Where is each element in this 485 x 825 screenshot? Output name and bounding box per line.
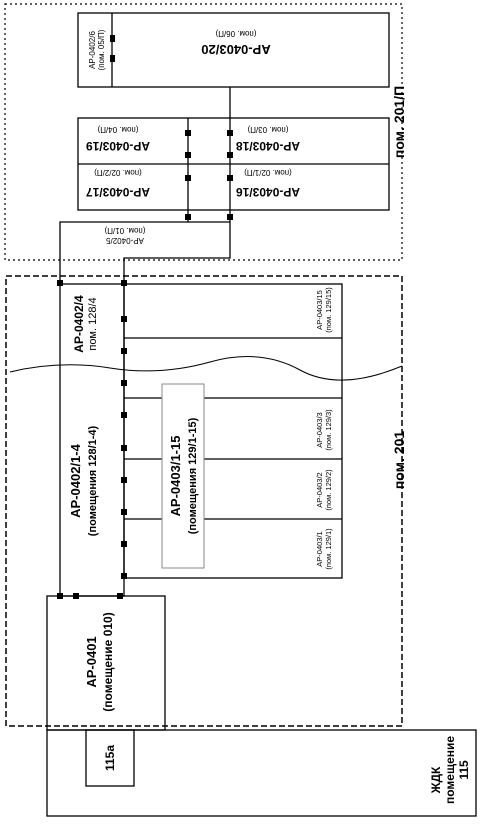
box-ap0403-1-15-label (161, 383, 205, 569)
zhdk-line3: 115 (457, 760, 471, 780)
ap0402-1-4-title: АР-0402/1-4 (68, 443, 83, 517)
zone-201-outline (5, 275, 403, 727)
ap0402-1-4-room: (помещения 128/1-4) (87, 425, 99, 536)
connector-markers (57, 35, 233, 599)
zone-201p-outline (4, 3, 403, 261)
ap0403-18-title: АР-0403/18 (236, 139, 300, 153)
ap0403-16-room: (пом. 02/1/П) (244, 168, 292, 177)
ap0403-15-title: АР-0403/15 (315, 290, 324, 330)
ap0401-title: АР-0401 (84, 636, 99, 687)
ap0403-18-room: (пом. 03/П) (247, 125, 288, 134)
ap0403-1-15-room: (помещения 129/1-15) (187, 417, 199, 534)
ap0402-5-room: (пом. 01/П) (104, 226, 145, 235)
ap0403-2-room: (пом. 129/2) (324, 469, 333, 511)
zhdk-line1: ЖДК (429, 766, 443, 794)
box-ap0403-panels (123, 283, 343, 579)
ap0403-1-room: (пом. 129/1) (324, 528, 333, 570)
break-line (9, 356, 403, 381)
zone-201-label: пом. 201 (391, 431, 407, 490)
ap0402-4-title: АР-0402/4 (72, 295, 86, 353)
box-115a (85, 729, 135, 787)
ap0403-1-15-title: АР-0403/1-15 (168, 436, 183, 517)
ap0403-3-title: АР-0403/3 (315, 412, 324, 447)
ap0403-15-room: (пом. 129/15) (324, 287, 333, 333)
box-ap0403-20 (77, 12, 390, 88)
zone-201p-label: пом. 201/П (391, 86, 407, 158)
ap0401-room: (помещение 010) (101, 612, 115, 711)
box-zhdk-115 (46, 729, 477, 817)
ap0403-19-room: (пом. 04/П) (97, 125, 138, 134)
ap0403-17-room: (пом. 02/2/П) (94, 168, 142, 177)
ap0403-2-title: АР-0403/2 (315, 472, 324, 507)
zhdk-line2: помещение (443, 736, 457, 804)
ap0403-20-room: (пом. 06/П) (215, 29, 256, 38)
ap0403-17-title: АР-0403/17 (86, 185, 150, 199)
ap0403-20-title: АР-0403/20 (201, 42, 270, 57)
ap0402-4-room: пом. 128/4 (87, 297, 99, 350)
ap0403-3-room: (пом. 129/3) (324, 409, 333, 451)
ap0403-16-title: АР-0403/16 (236, 185, 300, 199)
ap0402-5-title: АР-0402/5 (106, 236, 144, 245)
ap0403-19-title: АР-0403/19 (86, 139, 150, 153)
ap0402-6-room: (пом. 05/П) (97, 29, 106, 70)
ap0403-1-title: АР-0403/1 (315, 531, 324, 566)
ap0402-6-title: АР-0402/6 (88, 31, 97, 69)
room-115a-label: 115а (103, 745, 117, 771)
